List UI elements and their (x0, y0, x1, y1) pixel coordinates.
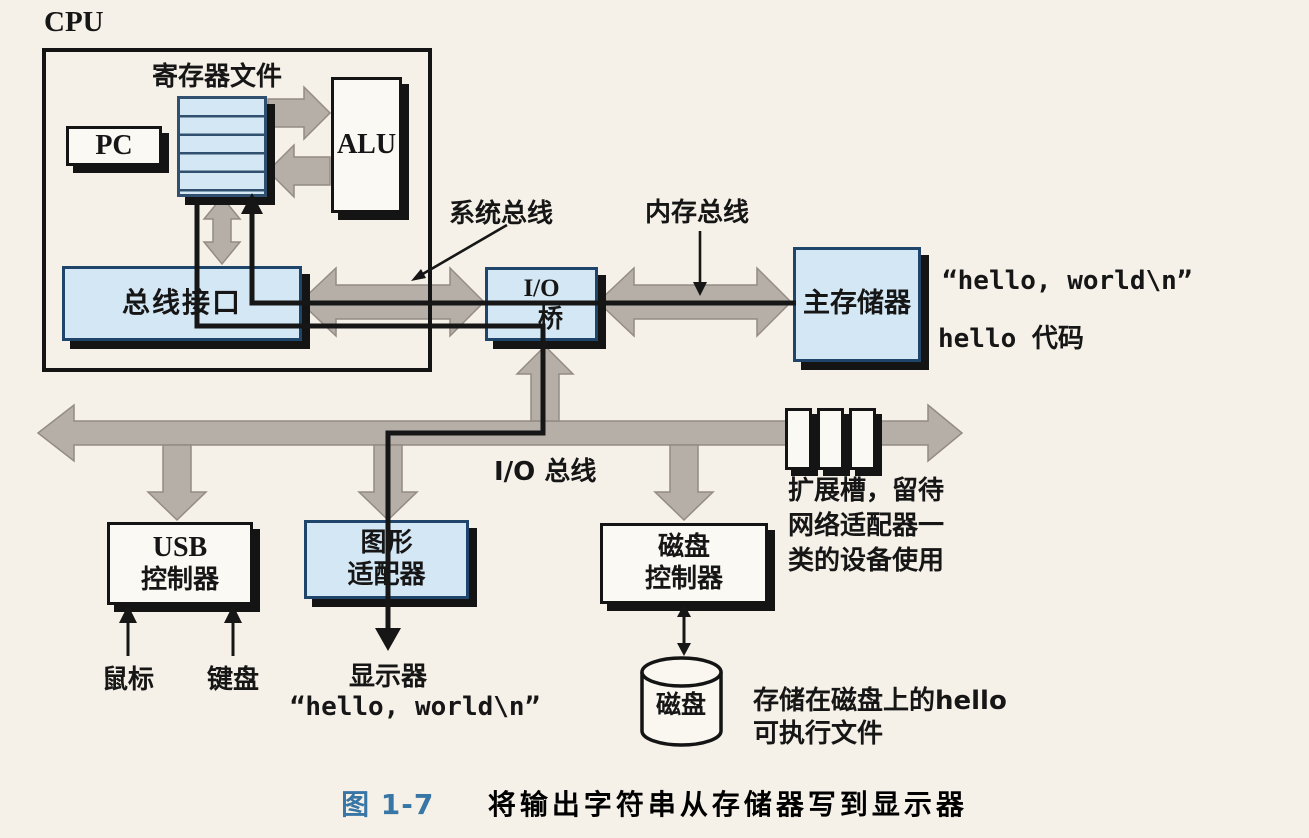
main-memory-label: 主存储器 (803, 288, 911, 320)
alu-label: ALU (336, 128, 397, 160)
disk-cylinder (640, 656, 723, 747)
cpu-boundary-box (42, 48, 432, 372)
cpu-label: CPU (44, 6, 104, 38)
figure-caption: 图 1-7 将输出字符串从存储器写到显示器 (0, 783, 1309, 823)
display-label: 显示器 (348, 662, 427, 692)
expansion-note-line2: 网络适配器一 (788, 511, 945, 541)
alu-to-regfile-arrow (266, 143, 331, 199)
main-memory-box: 主存储器 (793, 247, 921, 362)
expansion-note-line3: 类的设备使用 (788, 546, 945, 576)
usb-controller-box: USB 控制器 (107, 522, 253, 605)
register-file-label: 寄存器文件 (151, 62, 282, 92)
pc-box: PC (66, 126, 162, 166)
memory-bus-label: 内存总线 (645, 198, 750, 228)
register-file-box (177, 96, 267, 197)
regfile-businterface-arrow (202, 195, 242, 266)
mouse-label: 鼠标 (101, 665, 154, 695)
pc-label: PC (95, 129, 133, 161)
usb-controller-label-line2: 控制器 (140, 564, 219, 595)
memory-bus-pointer-arrow (693, 231, 707, 296)
disk-controller-label-line2: 控制器 (644, 563, 723, 594)
figure-caption-text: 将输出字符串从存储器写到显示器 (487, 788, 968, 821)
system-bus-label: 系统总线 (449, 199, 554, 229)
datapath-regfile-to-graphics (194, 197, 546, 633)
disk-label: 磁盘 (655, 690, 706, 719)
mouse-arrow (119, 605, 137, 656)
iobus-to-disk-arrow (653, 444, 715, 522)
expansion-note-line1: 扩展槽，留待 (788, 476, 945, 506)
keyboard-arrow (224, 605, 242, 656)
expansion-slot-1 (785, 408, 812, 470)
datapath-display-arrowhead (375, 628, 401, 651)
memory-hello-code: hello 代码 (938, 324, 1084, 354)
disk-double-arrow (677, 604, 691, 656)
memory-hello-string: “hello, world\n” (942, 266, 1193, 296)
expansion-slot-2 (817, 408, 844, 470)
datapath-regfile-arrowhead (241, 193, 263, 214)
disk-controller-box: 磁盘 控制器 (600, 523, 768, 604)
alu-box: ALU (331, 77, 402, 213)
keyboard-label: 键盘 (206, 665, 259, 695)
bus-interface-label: 总线接口 (121, 286, 242, 320)
io-bridge-label-line1: I/O (523, 274, 560, 302)
expansion-slot-3 (849, 408, 876, 470)
datapath-memory-to-regfile (249, 206, 796, 306)
regfile-to-alu-arrow (267, 85, 332, 141)
io-bus-label: I/O 总线 (494, 457, 597, 487)
figure-caption-tag: 图 1-7 (341, 788, 435, 821)
disk-controller-label-line1: 磁盘 (657, 531, 710, 562)
usb-controller-label-line1: USB (152, 531, 208, 563)
disk-note-line2: 可执行文件 (753, 719, 884, 749)
disk-note-line1: 存储在磁盘上的hello (753, 686, 1007, 716)
system-bus-pointer-arrow (411, 223, 508, 281)
display-hello-string: “hello, world\n” (289, 692, 541, 722)
iobus-to-usb-arrow (146, 444, 208, 522)
